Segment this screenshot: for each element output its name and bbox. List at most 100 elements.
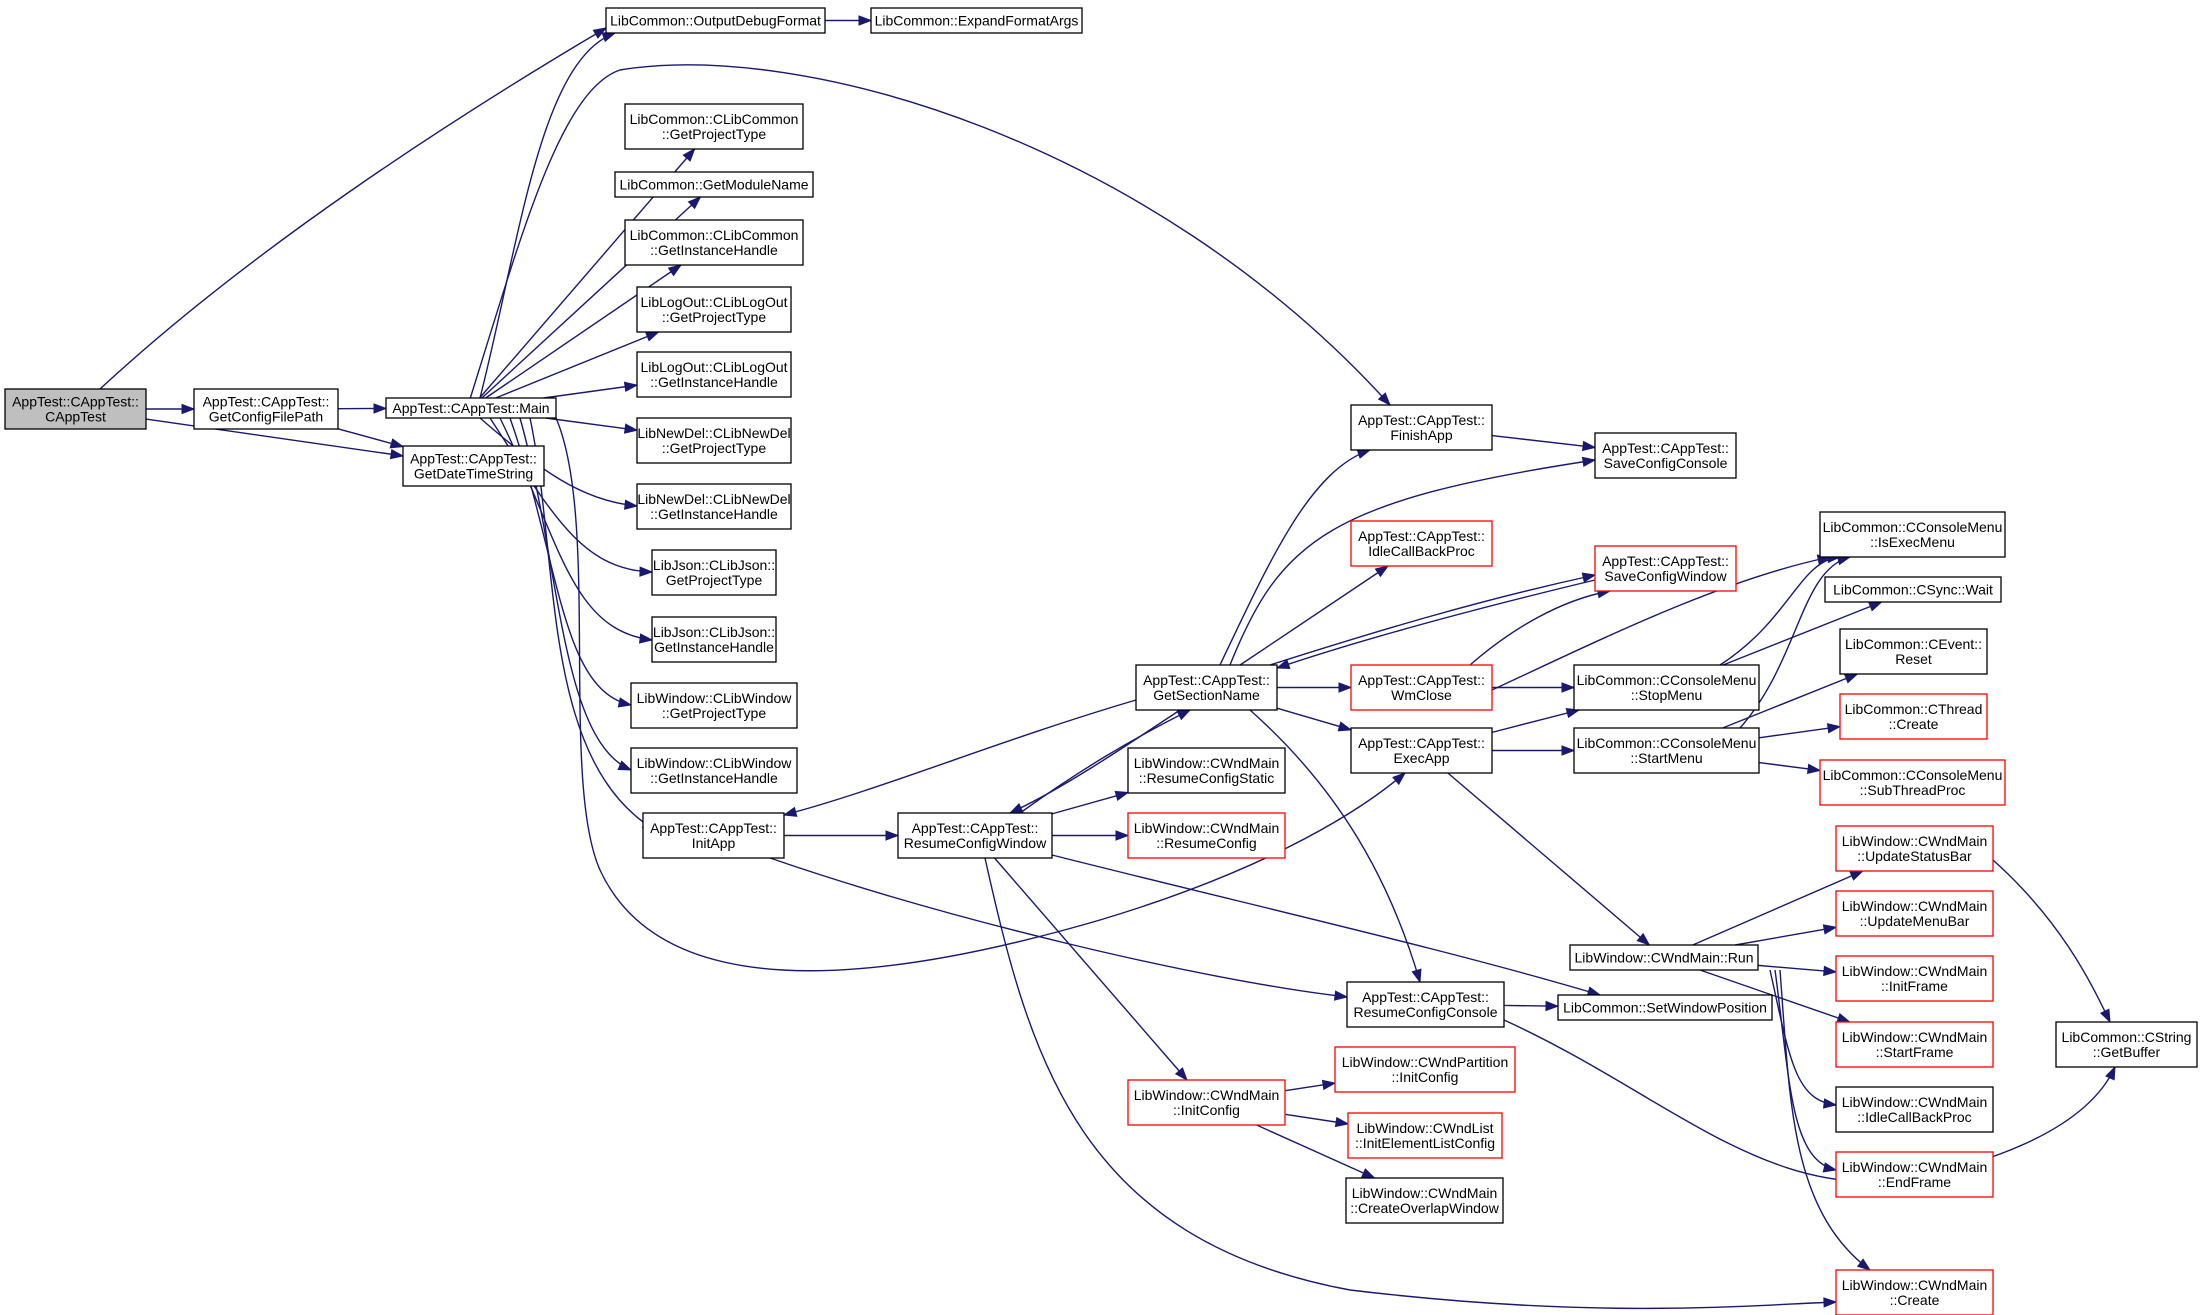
node-box [636, 351, 792, 398]
arrowhead [1849, 870, 1865, 881]
function-node-setwindowposition[interactable]: LibCommon::SetWindowPosition [1557, 994, 1773, 1021]
arrowhead [1822, 1162, 1838, 1173]
function-node-getbuffer[interactable]: LibCommon::CString::GetBuffer [2055, 1021, 2198, 1068]
arrowhead [601, 32, 617, 43]
function-node-wp-initconfig[interactable]: LibWindow::CWndPartition::InitConfig [1334, 1046, 1516, 1093]
node-box [1835, 1151, 1994, 1198]
node-label: ::SubThreadProc [1860, 782, 1966, 798]
function-node-wm-initconfig[interactable]: LibWindow::CWndMain::InitConfig [1127, 1079, 1286, 1126]
function-node-subthreadproc[interactable]: LibCommon::CConsoleMenu::SubThreadProc [1819, 759, 2006, 806]
function-node-cthreadcreate[interactable]: LibCommon::CThread::Create [1839, 693, 1988, 740]
node-box [1594, 545, 1737, 592]
function-node-lc-getprojecttype[interactable]: LibCommon::CLibCommon::GetProjectType [624, 103, 804, 150]
function-node-resumeconfigstatic[interactable]: LibWindow::CWndMain::ResumeConfigStatic [1127, 747, 1286, 794]
arrowhead [687, 196, 702, 210]
node-label: ::IdleCallBackProc [1857, 1109, 1971, 1125]
node-label: LibWindow::CLibWindow [637, 755, 793, 771]
function-node-wm-resumeconfig[interactable]: LibWindow::CWndMain::ResumeConfig [1127, 812, 1286, 859]
function-node-isexecmenu[interactable]: LibCommon::CConsoleMenu::IsExecMenu [1819, 511, 2006, 558]
function-node-updatestatusbar[interactable]: LibWindow::CWndMain::UpdateStatusBar [1835, 825, 1994, 872]
function-node-stopmenu[interactable]: LibCommon::CConsoleMenu::StopMenu [1573, 664, 1760, 711]
function-node-nd-getinstancehandle[interactable]: LibNewDel::CLibNewDel::GetInstanceHandle [636, 483, 792, 530]
node-box [642, 812, 785, 859]
node-box [1835, 955, 1994, 1002]
call-edge [1469, 590, 1611, 666]
arrowhead [885, 830, 900, 841]
node-label: ::UpdateStatusBar [1857, 848, 1972, 864]
function-node-expandformatargs[interactable]: LibCommon::ExpandFormatArgs [870, 7, 1083, 34]
call-edge [1992, 859, 2111, 1023]
arrowhead [1275, 659, 1291, 669]
arrowhead [623, 381, 639, 392]
node-box [630, 747, 798, 794]
node-label: LibCommon::CLibCommon [630, 111, 799, 127]
function-node-createoverlapwindow[interactable]: LibWindow::CWndMain::CreateOverlapWindow [1345, 1177, 1504, 1224]
function-node-nd-getprojecttype[interactable]: LibNewDel::CLibNewDel::GetProjectType [636, 417, 792, 464]
function-node-wm-idlecallbackproc[interactable]: LibWindow::CWndMain::IdleCallBackProc [1835, 1086, 1994, 1133]
function-node-lj-getinstancehandle[interactable]: LibJson::CLibJson::GetInstanceHandle [651, 616, 777, 663]
node-label: ::GetInstanceHandle [650, 242, 778, 258]
function-node-saveconfigconsole[interactable]: AppTest::CAppTest::SaveConfigConsole [1594, 432, 1737, 479]
function-node-startframe[interactable]: LibWindow::CWndMain::StartFrame [1835, 1021, 1994, 1068]
function-node-execapp[interactable]: AppTest::CAppTest::ExecApp [1350, 727, 1493, 774]
node-box [2055, 1021, 2198, 1068]
function-node-endframe[interactable]: LibWindow::CWndMain::EndFrame [1835, 1151, 1994, 1198]
function-node-capptest[interactable]: AppTest::CAppTest::CAppTest [4, 388, 147, 430]
call-edge [1692, 870, 1864, 946]
node-label: Reset [1895, 651, 1932, 667]
function-node-lc-getinstancehandle[interactable]: LibCommon::CLibCommon::GetInstanceHandle [624, 219, 804, 266]
function-node-idlecallbackproc[interactable]: AppTest::CAppTest::IdleCallBackProc [1350, 520, 1493, 567]
function-node-lj-getprojecttype[interactable]: LibJson::CLibJson::GetProjectType [651, 549, 777, 596]
node-box [630, 682, 798, 729]
node-label: AppTest::CAppTest:: [203, 394, 330, 410]
node-box [897, 812, 1053, 859]
function-node-resumeconfigwindow[interactable]: AppTest::CAppTest::ResumeConfigWindow [897, 812, 1053, 859]
function-node-lo-getprojecttype[interactable]: LibLogOut::CLibLogOut::GetProjectType [636, 286, 792, 333]
node-label: LibWindow::CWndMain [1842, 963, 1988, 979]
node-box [1350, 520, 1493, 567]
node-label: ResumeConfigWindow [904, 835, 1047, 851]
function-node-ceventreset[interactable]: LibCommon::CEvent::Reset [1839, 628, 1988, 675]
function-node-wm-run[interactable]: LibWindow::CWndMain::Run [1569, 944, 1759, 971]
function-node-lw-getinstancehandle[interactable]: LibWindow::CLibWindow::GetInstanceHandle [630, 747, 798, 794]
node-label: AppTest::CAppTest:: [410, 451, 537, 467]
function-node-wm-create[interactable]: LibWindow::CWndMain::Create [1835, 1269, 1994, 1315]
function-node-main[interactable]: AppTest::CAppTest::Main [385, 397, 557, 419]
function-node-getmodulename[interactable]: LibCommon::GetModuleName [614, 171, 814, 198]
function-node-outputdebugformat[interactable]: LibCommon::OutputDebugFormat [605, 7, 826, 34]
function-node-wmclose[interactable]: AppTest::CAppTest::WmClose [1350, 664, 1493, 711]
node-label: LibWindow::CWndList [1357, 1120, 1494, 1136]
node-box [1819, 759, 2006, 806]
call-edge [479, 32, 616, 399]
call-edge [1249, 709, 1421, 983]
function-node-startmenu[interactable]: LibCommon::CConsoleMenu::StartMenu [1573, 727, 1760, 774]
function-node-resumeconfigconsole[interactable]: AppTest::CAppTest::ResumeConfigConsole [1346, 981, 1505, 1028]
call-edge [1447, 772, 1650, 946]
function-node-updatemenubar[interactable]: LibWindow::CWndMain::UpdateMenuBar [1835, 890, 1994, 937]
function-node-initapp[interactable]: AppTest::CAppTest::InitApp [642, 812, 785, 859]
function-node-saveconfigwindow[interactable]: AppTest::CAppTest::SaveConfigWindow [1594, 545, 1737, 592]
function-node-getsectionname[interactable]: AppTest::CAppTest::GetSectionName [1135, 664, 1278, 711]
call-edge [993, 857, 1188, 1081]
function-node-getdatetimestring[interactable]: AppTest::CAppTest::GetDateTimeString [402, 445, 545, 487]
call-edge [1699, 969, 1850, 1023]
function-node-finishapp[interactable]: AppTest::CAppTest::FinishApp [1350, 404, 1493, 451]
function-node-getconfigfilepath[interactable]: AppTest::CAppTest::GetConfigFilePath [193, 388, 339, 430]
node-label: GetInstanceHandle [654, 639, 774, 655]
node-label: ::GetProjectType [662, 440, 766, 456]
node-label: ::ResumeConfigStatic [1139, 770, 1274, 786]
node-label: LibWindow::CWndMain [1842, 1029, 1988, 1045]
node-label: LibCommon::CEvent:: [1845, 636, 1982, 652]
function-node-initframe[interactable]: LibWindow::CWndMain::InitFrame [1835, 955, 1994, 1002]
function-node-csyncwait[interactable]: LibCommon::CSync::Wait [1824, 576, 2002, 603]
arrowhead [617, 760, 633, 771]
arrowhead [1411, 968, 1422, 984]
node-label: ExecApp [1393, 750, 1449, 766]
node-label: ::StartMenu [1630, 750, 1702, 766]
node-label: LibCommon::CSync::Wait [1833, 582, 1993, 598]
function-node-lo-getinstancehandle[interactable]: LibLogOut::CLibLogOut::GetInstanceHandle [636, 351, 792, 398]
arrowhead [1377, 392, 1391, 407]
arrowhead [1581, 572, 1597, 583]
function-node-initelementlistconfig[interactable]: LibWindow::CWndList::InitElementListConf… [1347, 1112, 1503, 1159]
function-node-lw-getprojecttype[interactable]: LibWindow::CLibWindow::GetProjectType [630, 682, 798, 729]
